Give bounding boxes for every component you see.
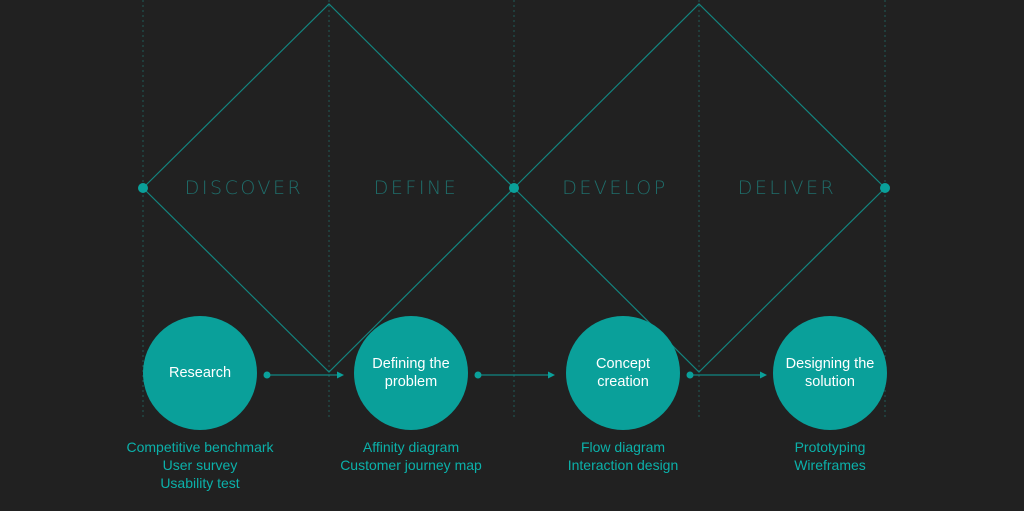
step-label: Defining the problem <box>372 356 450 390</box>
method-item: Affinity diagram <box>362 439 460 455</box>
methods-research: Competitive benchmark User survey Usabil… <box>90 438 310 492</box>
method-item: Interaction design <box>567 457 679 473</box>
method-item: User survey <box>162 457 238 473</box>
milestone-dot <box>138 183 148 193</box>
step-label: Designing the solution <box>785 356 875 390</box>
phase-label-discover: DISCOVER <box>184 177 304 199</box>
method-item: Flow diagram <box>580 439 666 455</box>
phase-label-deliver: DELIVER <box>737 177 837 199</box>
guide-lines <box>142 0 886 420</box>
milestone-dot <box>509 183 519 193</box>
methods-concept-creation: Flow diagram Interaction design <box>513 438 733 474</box>
connector-arrow <box>474 371 555 379</box>
step-connectors <box>263 371 767 379</box>
phase-label-define: DEFINE <box>373 177 459 199</box>
methods-designing-the-solution: Prototyping Wireframes <box>720 438 940 474</box>
step-defining-the-problem[interactable]: Defining the problem <box>354 316 468 430</box>
method-item: Customer journey map <box>340 457 482 473</box>
method-item: Competitive benchmark <box>126 439 274 455</box>
phase-label-develop: DEVELOP <box>562 177 668 199</box>
methods-defining-the-problem: Affinity diagram Customer journey map <box>301 438 521 474</box>
method-item: Prototyping <box>794 439 866 455</box>
step-label: Research <box>168 365 232 381</box>
step-research[interactable]: Research <box>143 316 257 430</box>
method-item: Usability test <box>160 475 240 491</box>
connector-arrow <box>686 371 767 379</box>
milestone-dot <box>880 183 890 193</box>
step-concept-creation[interactable]: Concept creation <box>566 316 680 430</box>
step-designing-the-solution[interactable]: Designing the solution <box>773 316 887 430</box>
method-item: Wireframes <box>794 457 866 473</box>
connector-arrow <box>263 371 344 379</box>
step-label: Concept creation <box>595 356 650 390</box>
